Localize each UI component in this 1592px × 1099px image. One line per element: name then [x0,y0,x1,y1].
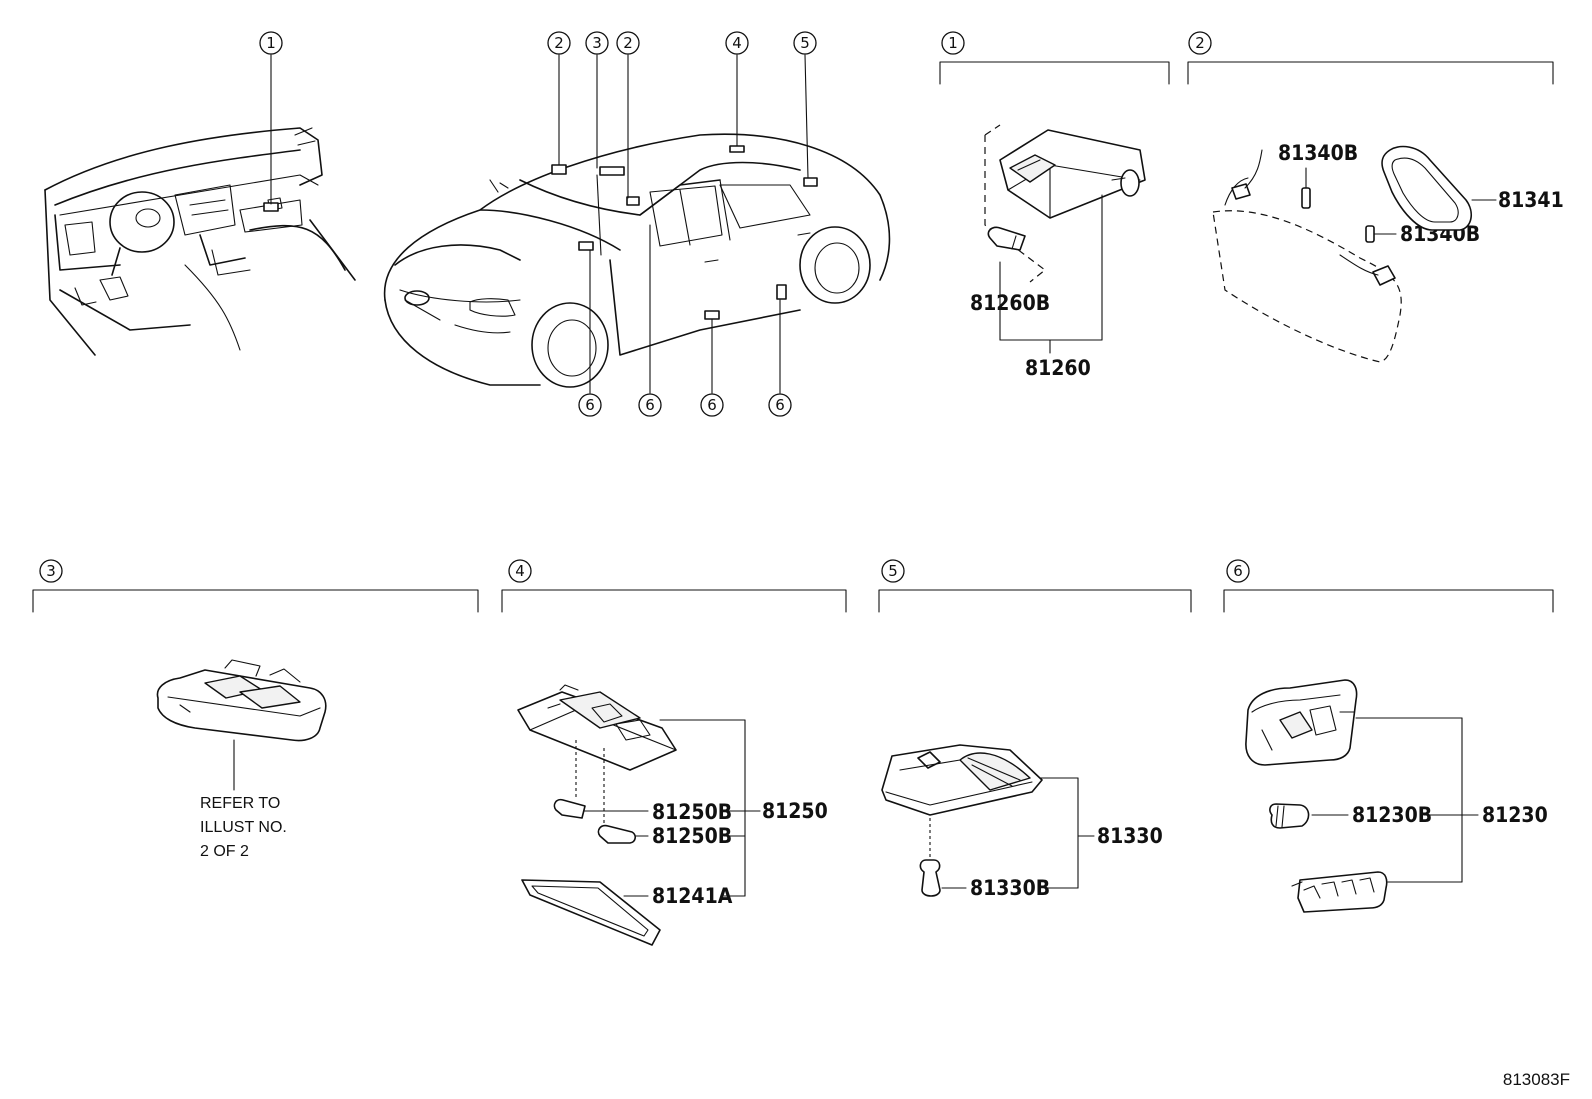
vanity-lamp-bulb-lower [1365,225,1375,243]
callout-leaders [270,54,809,394]
callout-car-6a: 6 [578,393,602,417]
section-5-bracket [878,589,1192,613]
glove-box-lamp-assembly [999,129,1146,219]
section-4-bracket [501,589,847,613]
section-6-callout: 6 [1226,559,1250,583]
section-6: 6 81230B 81230 [1223,559,1554,913]
map-lamp-bulb-1 [553,798,586,819]
section-5: 5 81330B 81330 [878,559,1192,900]
callout-car-6c: 6 [700,393,724,417]
dashboard-interior-illustration [44,127,356,356]
section-1-bracket [939,61,1170,85]
section-6-bracket [1223,589,1554,613]
callout-number: 2 [623,34,633,52]
callout-car-6d: 6 [768,393,792,417]
section-3-bracket [32,589,479,613]
luggage-lamp-bulb [919,859,941,897]
section-2-callout: 2 [1188,31,1212,55]
vanity-lamp-bulb-upper [1301,187,1311,209]
section-3-callout: 3 [39,559,63,583]
part-number-81230: 81230 [1482,803,1548,827]
callout-car-4: 4 [725,31,749,55]
callout-car-2a: 2 [547,31,571,55]
map-lamp-bulb-2 [597,824,636,844]
map-lamp-housing [517,684,677,771]
overhead-console-assembly [156,659,327,742]
part-number-81250B-upper: 81250B [652,800,732,824]
callout-number: 4 [515,562,525,580]
part-number-81250B-lower: 81250B [652,824,732,848]
part-number-81260B: 81260B [970,291,1050,315]
callout-car-3: 3 [585,31,609,55]
section-2: 2 81340B 81340B 81341 [1187,31,1564,363]
vanity-lamp-lens [1381,145,1473,231]
courtesy-lamp-bulb [1269,803,1310,829]
callout-number: 2 [554,34,564,52]
section-4-callout: 4 [508,559,532,583]
courtesy-lamp-lens [1291,871,1388,913]
section-2-bracket [1187,61,1554,85]
callout-number: 3 [592,34,602,52]
refer-note-line-2: ILLUST NO. [200,819,287,836]
section-1-callout: 1 [941,31,965,55]
callout-number: 5 [888,562,898,580]
map-lamp-lens [521,879,661,946]
callout-car-2b: 2 [616,31,640,55]
callout-number: 6 [707,396,717,414]
section-1: 1 81260B 81260 [939,31,1170,380]
callout-number: 6 [1233,562,1243,580]
callout-number: 4 [732,34,742,52]
luggage-lamp-assembly [881,744,1043,816]
callout-number: 3 [46,562,56,580]
part-number-81341: 81341 [1498,188,1564,212]
callout-number: 6 [585,396,595,414]
illustration-number: 813083F [1503,1070,1570,1089]
sun-visor [1212,149,1402,363]
part-number-81260: 81260 [1025,356,1091,380]
part-number-81330: 81330 [1097,824,1163,848]
section-3: 3 REFER TO ILLUST NO. 2 OF 2 [32,559,479,860]
refer-note-line-3: 2 OF 2 [200,843,249,860]
part-number-81250: 81250 [762,799,828,823]
courtesy-lamp-housing [1245,679,1358,766]
part-number-81340B-upper: 81340B [1278,141,1358,165]
part-number-81330B: 81330B [970,876,1050,900]
callout-number: 2 [1195,34,1205,52]
callout-car-5: 5 [793,31,817,55]
callout-number: 6 [645,396,655,414]
callout-number: 6 [775,396,785,414]
refer-note-line-1: REFER TO [200,795,280,812]
part-number-81241A: 81241A [652,884,733,908]
part-number-81230B: 81230B [1352,803,1432,827]
callout-car-6b: 6 [638,393,662,417]
vehicle-illustration [263,133,891,388]
section-4: 4 81250B 81250B 81241A [501,559,847,946]
callout-number: 1 [948,34,958,52]
callout-number: 1 [266,34,276,52]
glove-box-bulb [987,226,1026,251]
callout-dash-1: 1 [259,31,283,55]
section-5-callout: 5 [881,559,905,583]
callout-number: 5 [800,34,810,52]
